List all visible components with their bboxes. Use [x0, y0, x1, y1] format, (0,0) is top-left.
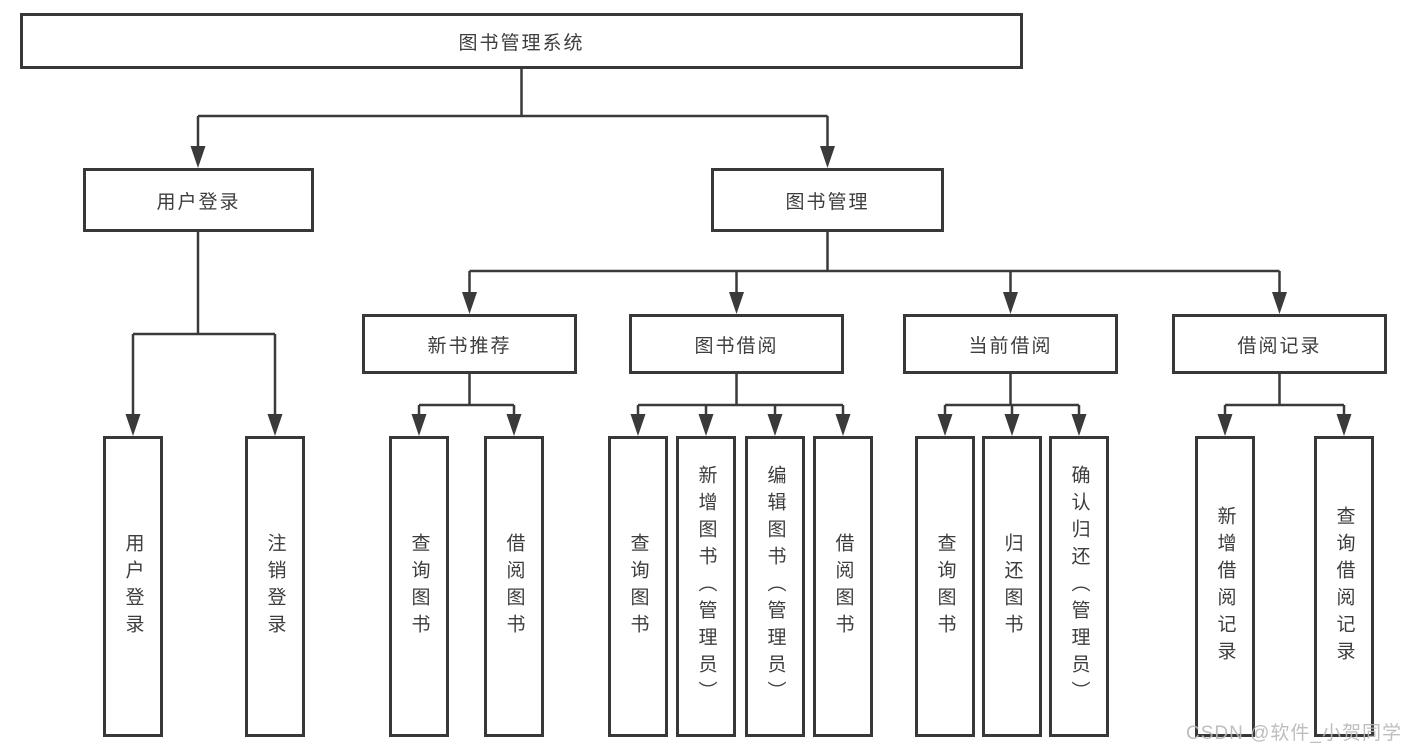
node-current-borrowing: 当前借阅 [903, 314, 1118, 374]
node-user-login: 用户登录 [83, 168, 314, 232]
csdn-watermark: CSDN @软件_小贺同学 [1186, 723, 1402, 744]
node-leaf-borrow-books-2: 借阅图书 [813, 436, 873, 737]
node-leaf-query-books-2: 查询图书 [608, 436, 668, 737]
node-leaf-confirm-return-admin: 确认归还（管理员） [1049, 436, 1109, 737]
node-new-book-recommendation: 新书推荐 [362, 314, 577, 374]
node-library-management-system: 图书管理系统 [20, 13, 1023, 69]
node-leaf-logout: 注销登录 [245, 436, 305, 737]
node-leaf-add-borrow-record: 新增借阅记录 [1195, 436, 1255, 737]
node-leaf-return-books: 归还图书 [982, 436, 1042, 737]
node-leaf-borrow-books-1: 借阅图书 [484, 436, 544, 737]
node-book-borrowing: 图书借阅 [629, 314, 844, 374]
node-leaf-query-borrow-record: 查询借阅记录 [1314, 436, 1374, 737]
node-book-management: 图书管理 [711, 168, 944, 232]
node-leaf-query-books-3: 查询图书 [915, 436, 975, 737]
node-leaf-edit-books-admin: 编辑图书（管理员） [745, 436, 805, 737]
node-leaf-user-login: 用户登录 [103, 436, 163, 737]
node-borrowing-records: 借阅记录 [1172, 314, 1387, 374]
node-leaf-query-books-1: 查询图书 [389, 436, 449, 737]
node-leaf-add-books-admin: 新增图书（管理员） [676, 436, 736, 737]
